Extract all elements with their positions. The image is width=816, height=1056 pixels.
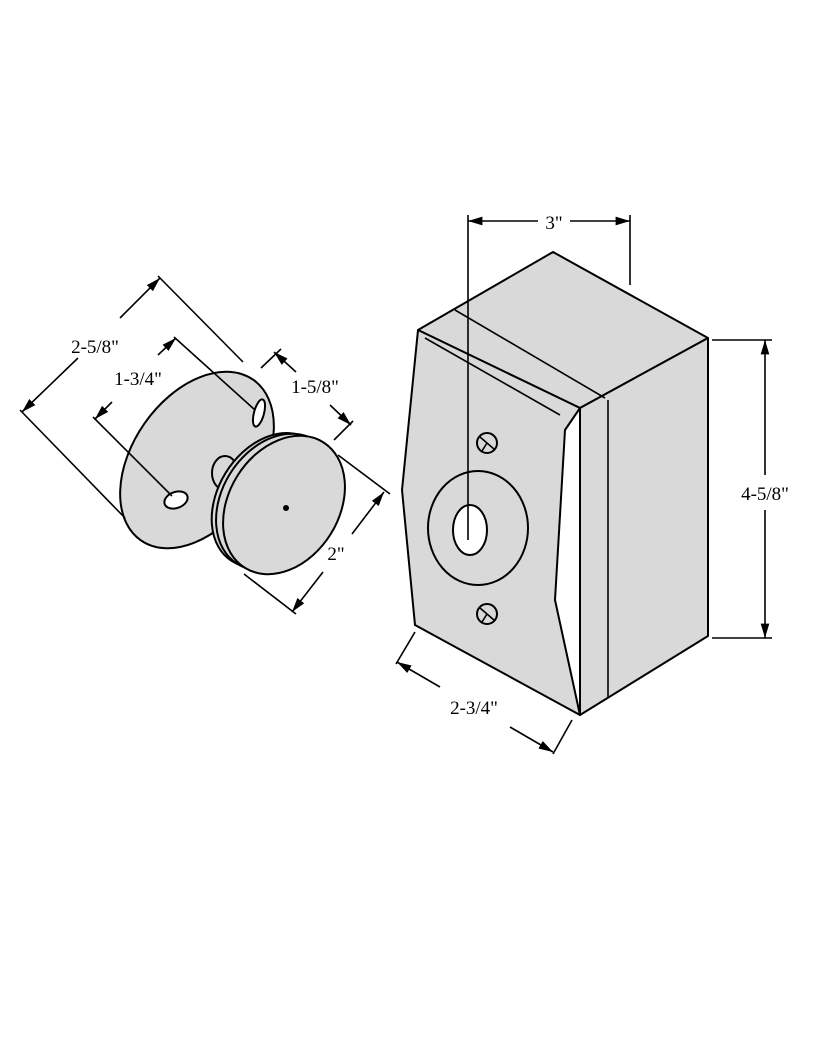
- dimension-label: 3": [545, 213, 562, 234]
- magnet-core: [452, 504, 488, 556]
- screw-icon: [476, 432, 498, 454]
- dimension-armature-face: 2": [243, 454, 391, 615]
- mounting-hole: [251, 398, 267, 428]
- mounting-hole: [163, 490, 189, 510]
- dimension-armature-holes: 1-3/4": [92, 336, 256, 497]
- screw-icon: [476, 603, 498, 625]
- dimension-magnet-height: 4-5/8": [712, 339, 789, 639]
- dimension-label: 2-5/8": [71, 337, 119, 358]
- dimension-label: 1-5/8": [291, 377, 339, 398]
- center-pin-icon: [283, 505, 289, 511]
- dimension-label: 2": [327, 544, 344, 565]
- dimension-magnet-depth: 2-3/4": [395, 631, 573, 755]
- dimension-label: 4-5/8": [741, 484, 789, 505]
- dimension-magnet-width: 3": [467, 213, 631, 540]
- magnet-housing: [401, 251, 709, 716]
- dimension-armature-depth: 1-5/8": [260, 348, 354, 441]
- dimension-label: 2-3/4": [450, 698, 498, 719]
- dimension-armature-outer: 2-5/8": [19, 275, 244, 519]
- dimension-label: 1-3/4": [114, 369, 162, 390]
- armature-face: [210, 432, 346, 576]
